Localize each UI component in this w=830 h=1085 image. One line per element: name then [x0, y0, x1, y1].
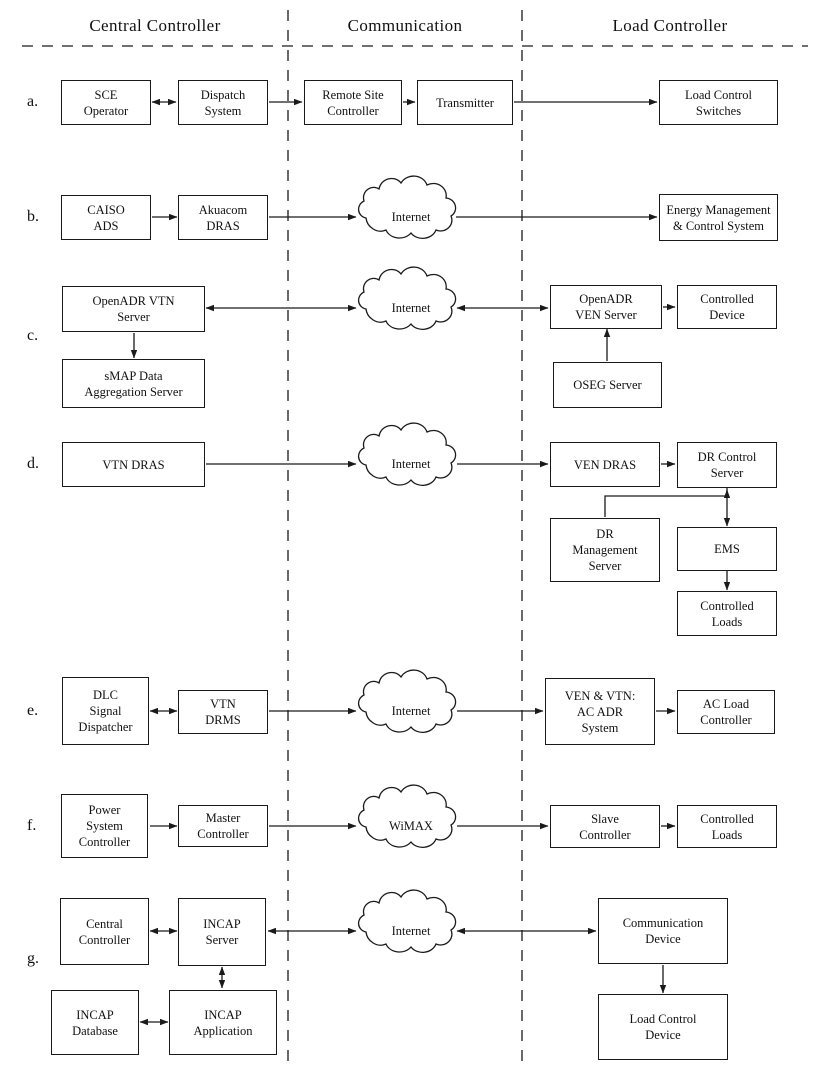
row-label-a: a.	[27, 93, 39, 110]
node-internet-c[interactable]: Internet	[391, 301, 431, 315]
cloud-internet-d	[357, 422, 457, 486]
node-master-controller[interactable]: Master Controller	[178, 805, 268, 847]
node-controlled-loads-d[interactable]: Controlled Loads	[677, 591, 777, 636]
node-remote-site-controller[interactable]: Remote Site Controller	[304, 80, 402, 125]
cloud-internet-b	[357, 175, 457, 239]
node-vtn-drms[interactable]: VTN DRMS	[178, 690, 268, 734]
node-dlc-signal-dispatcher[interactable]: DLC Signal Dispatcher	[62, 677, 149, 745]
node-energy-management-control-system[interactable]: Energy Management & Control System	[659, 194, 778, 241]
node-oseg-server[interactable]: OSEG Server	[553, 362, 662, 408]
edge-d-drmgmt-drcontrol	[604, 489, 731, 517]
row-label-c: c.	[27, 327, 39, 344]
node-caiso-ads[interactable]: CAISO ADS	[61, 195, 151, 240]
node-dispatch-system[interactable]: Dispatch System	[178, 80, 268, 125]
node-internet-e[interactable]: Internet	[391, 704, 431, 718]
node-transmitter[interactable]: Transmitter	[417, 80, 513, 125]
node-vtn-dras[interactable]: VTN DRAS	[62, 442, 205, 487]
node-openadr-ven-server[interactable]: OpenADR VEN Server	[550, 285, 662, 329]
node-smap-data-aggregation-server[interactable]: sMAP Data Aggregation Server	[62, 359, 205, 408]
node-wimax-f[interactable]: WiMAX	[389, 819, 433, 833]
node-power-system-controller[interactable]: Power System Controller	[61, 794, 148, 858]
node-internet-b[interactable]: Internet	[391, 210, 431, 224]
node-openadr-vtn-server[interactable]: OpenADR VTN Server	[62, 286, 205, 332]
node-ac-load-controller[interactable]: AC Load Controller	[677, 690, 775, 734]
row-label-d: d.	[27, 455, 39, 472]
node-incap-database[interactable]: INCAP Database	[51, 990, 139, 1055]
node-ven-vtn-ac-adr-system[interactable]: VEN & VTN: AC ADR System	[545, 678, 655, 745]
cloud-internet-c	[357, 266, 457, 330]
node-internet-g[interactable]: Internet	[391, 924, 431, 938]
node-controlled-device[interactable]: Controlled Device	[677, 285, 777, 329]
column-header-central-controller: Central Controller	[89, 16, 221, 35]
node-central-controller-g[interactable]: Central Controller	[60, 898, 149, 965]
cloud-wimax-f	[357, 784, 457, 848]
row-label-g: g.	[27, 950, 39, 967]
row-label-e: e.	[27, 702, 39, 719]
column-header-load-controller: Load Controller	[612, 16, 728, 35]
node-communication-device[interactable]: Communication Device	[598, 898, 728, 964]
node-ems[interactable]: EMS	[677, 527, 777, 571]
row-label-f: f.	[27, 817, 37, 834]
cloud-internet-e	[357, 669, 457, 733]
node-controlled-loads-f[interactable]: Controlled Loads	[677, 805, 777, 848]
node-load-control-device[interactable]: Load Control Device	[598, 994, 728, 1060]
node-incap-server[interactable]: INCAP Server	[178, 898, 266, 966]
node-akuacom-dras[interactable]: Akuacom DRAS	[178, 195, 268, 240]
node-sce-operator[interactable]: SCE Operator	[61, 80, 151, 125]
node-ven-dras[interactable]: VEN DRAS	[550, 442, 660, 487]
node-slave-controller[interactable]: Slave Controller	[550, 805, 660, 848]
node-dr-control-server[interactable]: DR Control Server	[677, 442, 777, 488]
node-dr-management-server[interactable]: DR Management Server	[550, 518, 660, 582]
column-header-communication: Communication	[347, 16, 463, 35]
node-load-control-switches[interactable]: Load Control Switches	[659, 80, 778, 125]
cloud-internet-g	[357, 889, 457, 953]
node-internet-d[interactable]: Internet	[391, 457, 431, 471]
row-label-b: b.	[27, 208, 39, 225]
node-incap-application[interactable]: INCAP Application	[169, 990, 277, 1055]
